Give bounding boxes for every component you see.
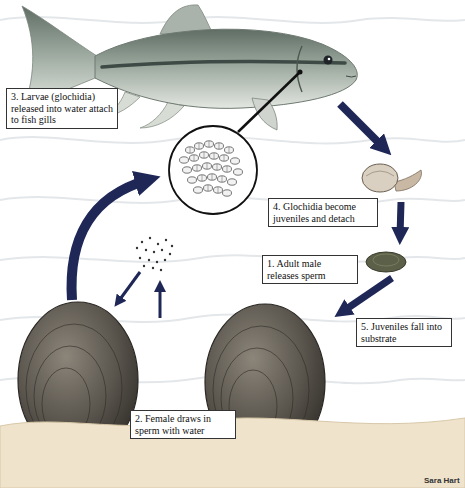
fish-gill [297, 46, 302, 92]
sperm-dots [143, 265, 145, 267]
fish-mouth [346, 76, 356, 77]
step-box: 3. Larvae (glochidia) released into wate… [6, 88, 118, 129]
flow-arrows [72, 104, 401, 318]
fish-fin [140, 102, 184, 128]
sperm-dots [141, 241, 143, 243]
sperm-dots [161, 249, 163, 251]
sperm-dots [145, 249, 147, 251]
gill-magnifier [183, 167, 192, 173]
juvenile-mussel [366, 171, 394, 176]
sperm-dots [148, 259, 150, 261]
gill-magnifier [228, 179, 237, 185]
flow-arrows [400, 202, 401, 236]
gill-magnifier [234, 169, 243, 175]
sperm-dots [169, 253, 171, 255]
sperm-dots [160, 269, 162, 271]
step-text: 1. Adult male releases sperm [267, 258, 353, 281]
gill-magnifier [190, 141, 229, 193]
step-text: 4. Glochidia become juveniles and detach [273, 201, 373, 224]
sperm-dots [165, 239, 167, 241]
step-text: 2. Female draws in sperm with water [135, 413, 231, 436]
flow-arrows [118, 272, 140, 302]
fish-eye [328, 58, 331, 61]
step-box: 1. Adult male releases sperm [262, 255, 358, 284]
step-box: 2. Female draws in sperm with water [130, 410, 236, 439]
gill-magnifier [188, 177, 197, 183]
credit-watermark: Sara Hart [424, 476, 460, 485]
fish-stripe [102, 62, 345, 67]
fish-eye [324, 56, 333, 65]
fish-body [95, 29, 357, 108]
sperm-dots [153, 251, 155, 253]
juvenile-mussel [362, 164, 421, 192]
sperm-dots [136, 247, 138, 249]
sperm-dots [157, 243, 159, 245]
small-mussel [373, 254, 399, 266]
step-text: 3. Larvae (glochidia) released into wate… [11, 91, 113, 126]
juvenile-mussel [362, 164, 398, 192]
gill-magnifier [169, 126, 257, 214]
gill-magnifier [231, 158, 240, 164]
sperm-dots [149, 237, 151, 239]
gill-magnifier [169, 126, 257, 214]
sperm-dots [139, 257, 141, 259]
small-mussel [366, 252, 406, 272]
flow-arrows [340, 104, 384, 148]
gill-magnifier [180, 157, 189, 163]
flow-arrows [72, 180, 148, 300]
gill-magnifier [223, 190, 232, 196]
sperm-dots [136, 237, 173, 271]
gill-magnifier [180, 141, 243, 196]
small-mussel [366, 252, 406, 272]
gill-magnifier [194, 187, 203, 193]
leader-dot [298, 70, 303, 75]
flow-arrows [159, 286, 162, 318]
gill-magnifier [190, 141, 229, 193]
step-box: 4. Glochidia become juveniles and detach [268, 198, 378, 227]
sperm-dots [164, 259, 166, 261]
sperm-dots [156, 261, 158, 263]
sperm-dots [152, 267, 154, 269]
leader-line [238, 72, 300, 132]
step-box: 5. Juveniles fall into substrate [356, 318, 452, 347]
water-lines [0, 17, 465, 23]
step-text: 5. Juveniles fall into substrate [361, 321, 447, 344]
sperm-dots [171, 245, 173, 247]
